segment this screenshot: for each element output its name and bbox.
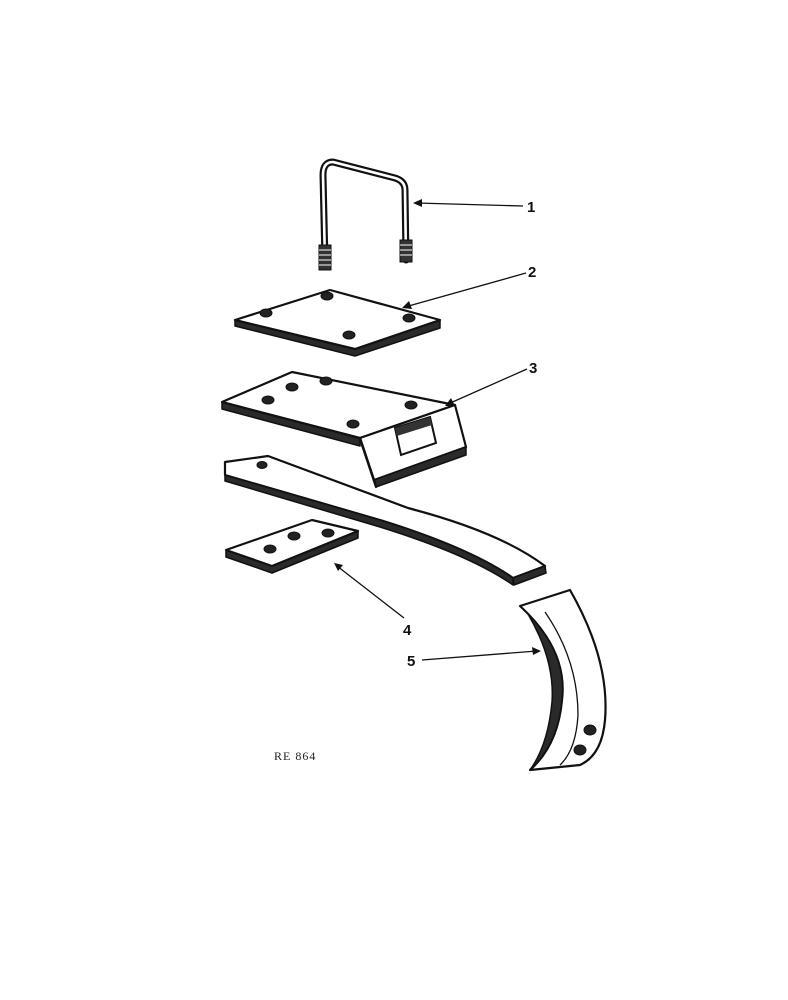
point-hole — [583, 724, 597, 736]
plate-hole — [259, 308, 273, 318]
curved-shank — [223, 454, 547, 586]
u-bolt — [318, 158, 413, 271]
plate-hole — [342, 330, 356, 340]
shank-hole — [256, 461, 268, 469]
spacer-hole — [287, 531, 301, 541]
spacer-hole — [321, 528, 335, 538]
callout-3: 3 — [529, 360, 537, 377]
plate-hole — [320, 291, 334, 301]
bracket-hole — [319, 376, 333, 386]
u-bolt-thread-right — [399, 239, 413, 263]
clamp-plate — [233, 288, 442, 357]
u-bolt-thread-left — [318, 244, 332, 271]
bracket-hole — [261, 395, 275, 405]
callout-4: 4 — [403, 622, 412, 639]
spacer-hole — [263, 544, 277, 554]
bracket-hole — [346, 419, 360, 429]
callout-2: 2 — [528, 264, 536, 281]
point-hole — [573, 744, 587, 756]
bracket-hole — [285, 382, 299, 392]
bracket-hole — [404, 400, 418, 410]
callout-5: 5 — [407, 653, 415, 670]
reference-code: RE 864 — [274, 749, 316, 763]
leader-lines — [334, 199, 541, 661]
plate-hole — [402, 313, 416, 323]
spacer-plate — [224, 518, 360, 574]
mounting-bracket — [220, 370, 468, 489]
callout-1: 1 — [527, 199, 535, 216]
curved-point — [518, 588, 607, 772]
